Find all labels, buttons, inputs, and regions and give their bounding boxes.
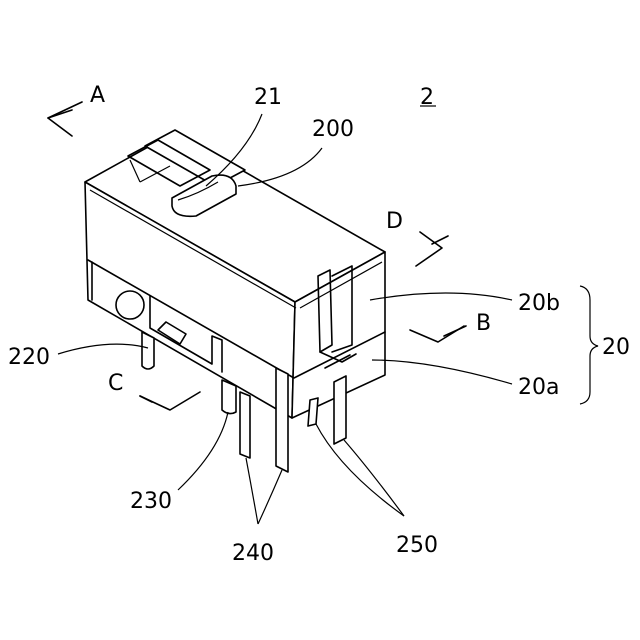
label-a: A (90, 83, 105, 108)
label-21: 21 (254, 85, 282, 110)
label-200: 200 (312, 117, 354, 142)
label-d: D (386, 209, 403, 234)
label-20a: 20a (518, 375, 559, 400)
arrow-a (48, 102, 82, 136)
terminal-230 (222, 380, 236, 414)
label-fig-number: 2 (420, 85, 434, 110)
label-230: 230 (130, 489, 172, 514)
terminal-250-a (334, 376, 346, 444)
bracket-20 (580, 286, 598, 404)
arrow-b (410, 326, 464, 342)
terminal-250-b (308, 398, 318, 426)
mounting-hole (116, 291, 144, 319)
label-240: 240 (232, 541, 274, 566)
terminal-240-b (276, 368, 288, 472)
arrow-d (416, 232, 442, 266)
label-20: 20 (602, 335, 630, 360)
label-250: 250 (396, 533, 438, 558)
terminal-240-a (240, 392, 250, 458)
pin-220 (142, 332, 154, 369)
label-b: B (476, 311, 491, 336)
label-220: 220 (8, 345, 50, 370)
label-c: C (108, 371, 123, 396)
label-20b: 20b (518, 291, 560, 316)
